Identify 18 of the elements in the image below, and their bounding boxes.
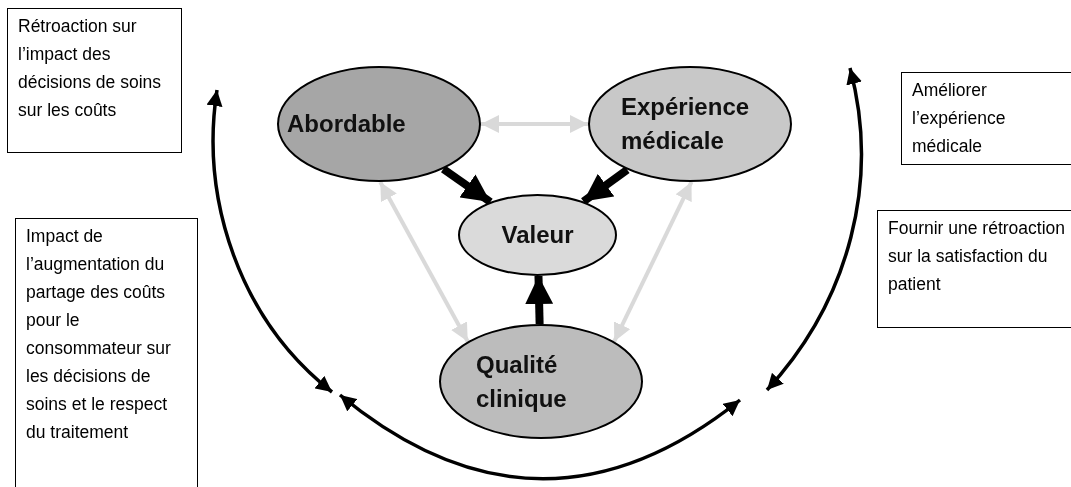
text-box <box>877 210 1071 328</box>
arrow <box>612 181 694 343</box>
arrow <box>581 166 630 205</box>
note-text: Rétroaction sur l’impact des décisions de soins sur les coûts <box>18 16 161 120</box>
note-text: Fournir une rétroaction sur la satisfaction du patient <box>888 218 1066 294</box>
note-text: Impact de l’augmentation du partage des coûts pour le consommateur sur les décisions de soins et le respect du traitement <box>26 226 171 442</box>
node-label: Valeur <box>501 220 574 250</box>
arrow <box>525 275 554 325</box>
arrow <box>378 181 470 343</box>
arrow <box>481 115 588 133</box>
text-box <box>901 72 1071 165</box>
note-text: Améliorer l’expérience médicale <box>912 80 1006 156</box>
text-box <box>7 8 182 153</box>
node-label: Abordable <box>287 109 406 139</box>
node-label: Qualité clinique <box>476 349 568 414</box>
arrow <box>441 165 493 206</box>
node-label: Expérience médicale <box>621 92 751 156</box>
text-box <box>15 218 198 487</box>
